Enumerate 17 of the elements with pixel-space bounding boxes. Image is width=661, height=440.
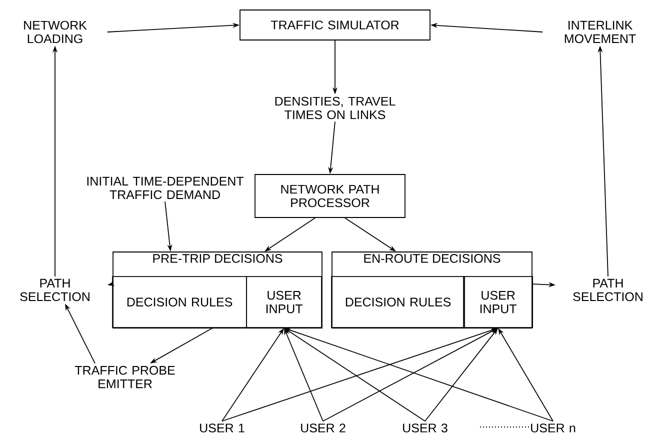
user-label: USER 2 [301, 424, 346, 432]
input-cell: USER INPUT [463, 276, 533, 328]
rules-cell: DECISION RULES [331, 276, 465, 328]
text-label: INITIAL TIME-DEPENDENT TRAFFIC DEMAND [87, 176, 244, 200]
text-label: INTERLINK MOVEMENT [564, 20, 636, 44]
user-label: USER n [531, 424, 576, 432]
user-label: USER 1 [200, 424, 244, 432]
process-box: NETWORK PATH PROCESSOR [254, 174, 406, 218]
text-label: NETWORK LOADING [24, 20, 87, 44]
input-cell: USER INPUT [246, 276, 322, 328]
text-label: PATH SELECTION [20, 278, 90, 302]
text-label: PATH SELECTION [573, 278, 642, 302]
user-label: USER 3 [403, 424, 448, 432]
text-label: DENSITIES, TRAVEL TIMES ON LINKS [275, 96, 396, 120]
process-box: TRAFFIC SIMULATOR [240, 10, 430, 40]
text-label: TRAFFIC PROBE EMITTER [74, 366, 175, 388]
rules-cell: DECISION RULES [112, 276, 247, 328]
